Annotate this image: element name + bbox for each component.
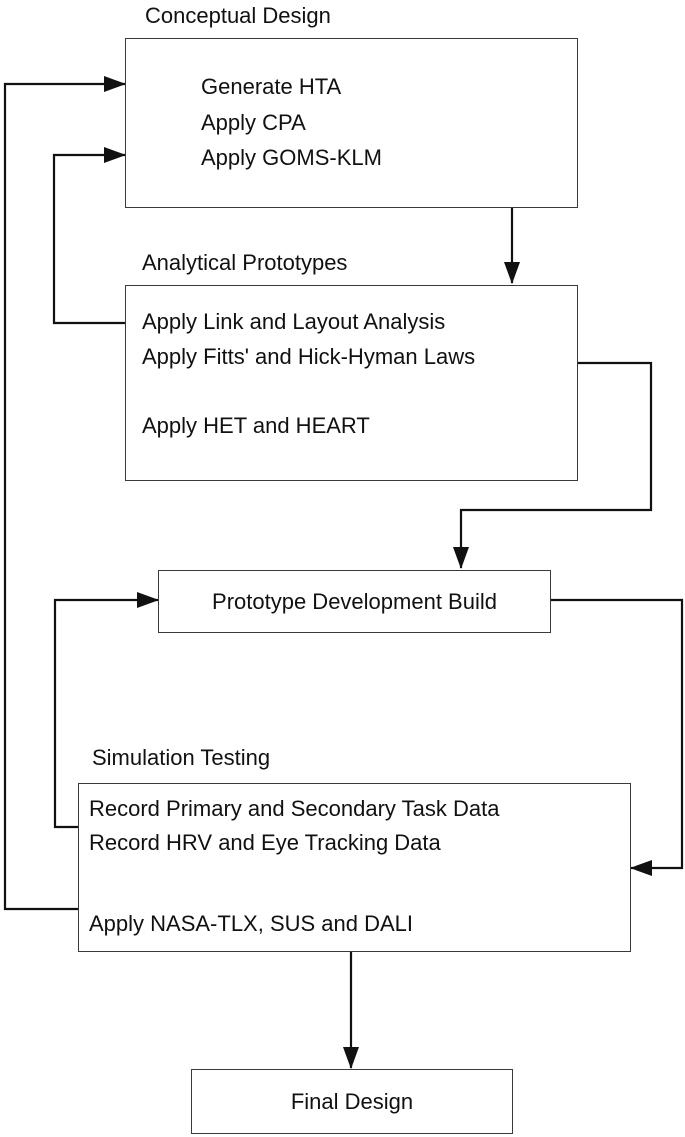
analytical-step: Apply Link and Layout Analysis: [142, 309, 446, 334]
conceptual-design-box: Generate HTA Apply CPA Apply GOMS-KLM: [125, 38, 578, 208]
conceptual-step: Apply CPA: [201, 110, 306, 135]
final-design-box: Final Design: [191, 1069, 513, 1134]
simulation-step: Record Primary and Secondary Task Data: [89, 796, 500, 821]
arrow-analytical-to-prototype: [453, 361, 653, 569]
arrow-simulation-to-conceptual: [3, 76, 126, 911]
analytical-step: Apply HET and HEART: [142, 413, 370, 438]
simulation-testing-title: Simulation Testing: [92, 745, 271, 770]
conceptual-step: Generate HTA: [201, 74, 342, 99]
simulation-testing-box: Record Primary and Secondary Task Data R…: [78, 783, 631, 952]
arrow-analytical-feedback: [52, 147, 126, 325]
analytical-prototypes-box: Apply Link and Layout Analysis Apply Fit…: [125, 285, 578, 481]
prototype-development-build-label: Prototype Development Build: [212, 588, 497, 614]
conceptual-design-title: Conceptual Design: [145, 3, 331, 28]
arrow-simulation-to-prototype: [53, 592, 159, 829]
simulation-step: Record HRV and Eye Tracking Data: [89, 830, 441, 855]
simulation-step: Apply NASA-TLX, SUS and DALI: [89, 911, 414, 936]
conceptual-step: Apply GOMS-KLM: [201, 145, 382, 170]
analytical-step: Apply Fitts' and Hick-Hyman Laws: [142, 344, 476, 369]
analytical-prototypes-title: Analytical Prototypes: [142, 250, 348, 275]
final-design-label: Final Design: [290, 1088, 414, 1114]
prototype-development-build-box: Prototype Development Build: [158, 570, 551, 633]
arrow-prototype-to-simulation: [551, 598, 684, 876]
